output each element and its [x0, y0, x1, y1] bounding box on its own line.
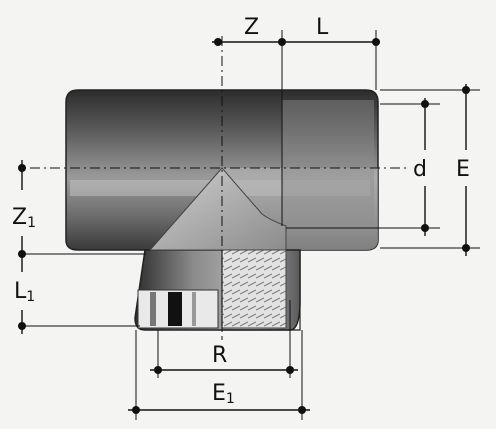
dimension-e1	[128, 330, 310, 420]
label-z1: Z1	[12, 205, 36, 231]
label-d: d	[413, 157, 427, 182]
label-e1: E1	[212, 381, 235, 407]
dimension-e	[380, 84, 480, 256]
label-l: L	[316, 15, 329, 40]
branch-cone	[148, 167, 287, 251]
branch-outlet	[134, 247, 301, 331]
dimension-z1-l1	[18, 160, 146, 334]
dimension-r	[150, 300, 298, 378]
internal-thread	[221, 247, 287, 329]
label-z: Z	[244, 15, 259, 40]
dimension-d	[286, 98, 440, 236]
socket-bore	[282, 100, 374, 226]
label-l1: L1	[14, 279, 35, 305]
ring-stripe	[168, 292, 182, 326]
label-r: R	[212, 343, 227, 368]
label-e: E	[456, 157, 470, 182]
dimension-z-l	[212, 30, 380, 226]
